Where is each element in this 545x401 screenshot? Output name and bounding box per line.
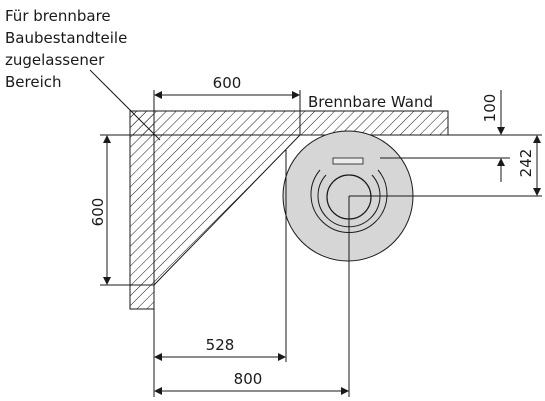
dim-right-100-label: 100 [481, 94, 499, 123]
dim-right-242-label: 242 [517, 149, 535, 178]
dim-bottom-528-label: 528 [206, 336, 235, 354]
dim-bottom-800-label: 800 [234, 370, 263, 388]
permitted-zone-triangle [153, 134, 302, 287]
dim-left-height-label: 600 [89, 198, 107, 227]
annotation-line-2: Baubestandteile [5, 29, 127, 47]
combustible-wall-top [129, 110, 449, 136]
wall-label: Brennbare Wand [308, 93, 433, 111]
dim-top-width-label: 600 [213, 74, 242, 92]
annotation-line-3: zugelassener [5, 51, 105, 69]
stove-top-plate [332, 157, 364, 165]
annotation-line-1: Für brennbare [5, 7, 111, 25]
annotation-line-4: Bereich [5, 73, 62, 91]
combustible-wall-left [129, 110, 155, 310]
